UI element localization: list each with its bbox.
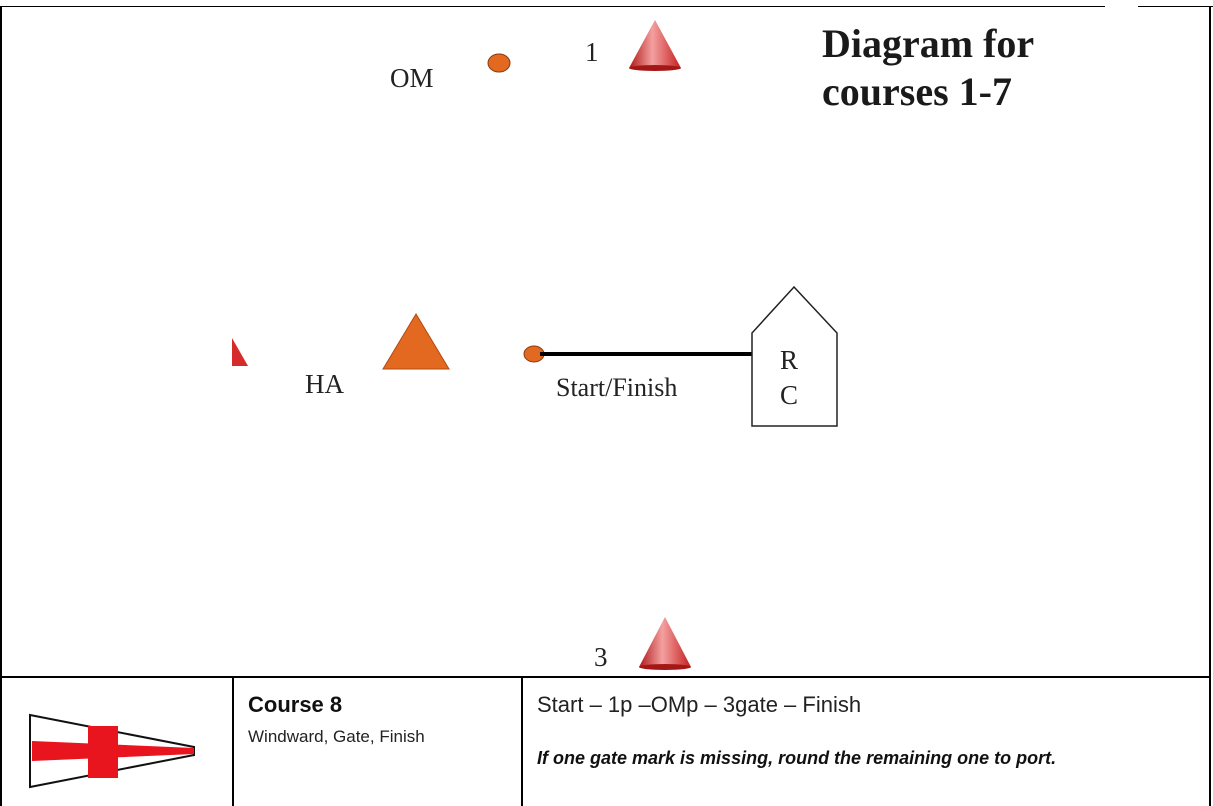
om-label: OM [390, 63, 434, 93]
mark1-label: 1 [585, 37, 599, 67]
col-divider-2 [521, 676, 523, 806]
ha-label: HA [305, 369, 344, 399]
rc-label-c: C [780, 380, 799, 410]
om-mark-icon [487, 53, 511, 73]
start-finish-label: Start/Finish [556, 373, 678, 402]
course-title: Course 8 [248, 692, 343, 717]
course-subtitle: Windward, Gate, Finish [248, 727, 425, 746]
rc-label-r: R [780, 345, 799, 375]
start-line-icon [523, 345, 756, 363]
course-note: If one gate mark is missing, round the r… [537, 748, 1057, 768]
mark3-label: 3 [594, 642, 608, 672]
partial-cone-icon [232, 338, 248, 366]
left-border [0, 6, 2, 806]
col-divider-1 [232, 676, 234, 806]
red-cross-pennant-icon [29, 713, 195, 789]
top-border [232, 6, 1105, 7]
ha-mark-icon [382, 313, 450, 370]
diagram-title-line2: courses 1-7 [822, 69, 1012, 114]
mark1-cone-icon [629, 20, 681, 71]
row-top-border [0, 676, 1211, 678]
course-sequence: Start – 1p –OMp – 3gate – Finish [537, 692, 862, 717]
top-border-left [0, 6, 232, 7]
diagram-title-line1: Diagram for [822, 21, 1035, 66]
right-border [1209, 6, 1211, 806]
rc-boat-icon [751, 285, 838, 427]
top-border-right [1138, 6, 1213, 7]
mark3-cone-icon [639, 617, 691, 670]
diagram-title: Diagram for courses 1-7 [822, 20, 1034, 116]
